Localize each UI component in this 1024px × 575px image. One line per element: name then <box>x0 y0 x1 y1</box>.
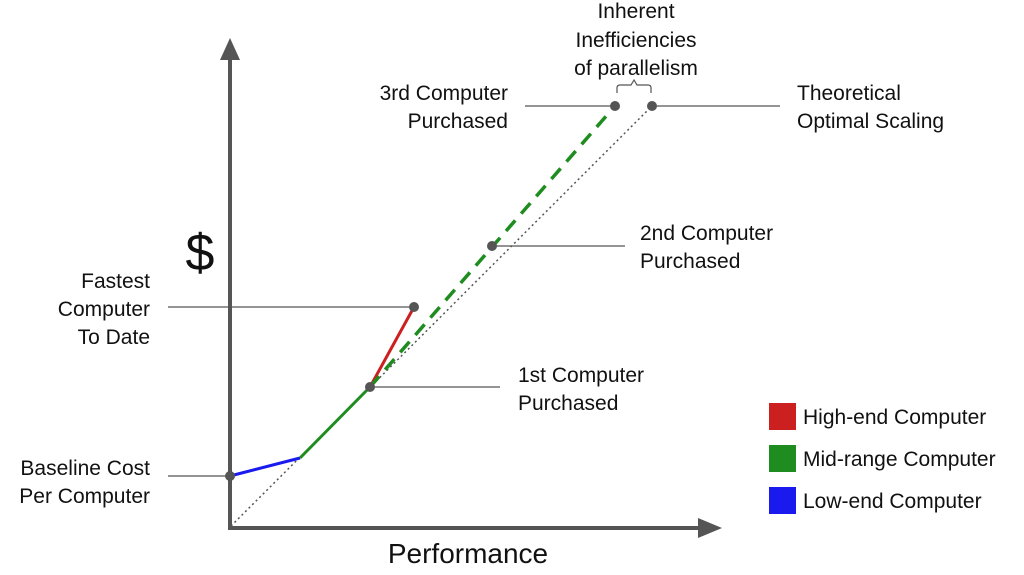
legend-label-high-end: High-end Computer <box>803 406 986 429</box>
third-label-line1: 3rd Computer <box>380 82 508 105</box>
x-axis-label: Performance <box>388 538 548 569</box>
low-end-segment <box>229 456 301 478</box>
inefficiencies-label-line1: Inherent <box>597 0 674 23</box>
high-end-segment <box>368 306 416 388</box>
legend-label-low-end: Low-end Computer <box>803 490 982 513</box>
theoretical-marker <box>647 101 657 111</box>
second-label-line2: Purchased <box>640 250 740 273</box>
legend-swatch-low-end <box>769 487 796 514</box>
inefficiencies-label-line3: of parallelism <box>574 57 698 80</box>
third-computer-marker <box>610 101 620 111</box>
fastest-computer-marker <box>409 302 419 312</box>
baseline-label-line1: Baseline Cost <box>20 457 150 480</box>
inefficiencies-label-line2: Inefficiencies <box>575 29 696 52</box>
first-computer-marker <box>365 382 375 392</box>
inefficiency-bracket <box>616 78 652 93</box>
baseline-marker <box>225 471 235 481</box>
legend-swatch-high-end <box>769 403 796 430</box>
mid-range-segment <box>298 385 372 460</box>
theoretical-label-line2: Optimal Scaling <box>797 110 944 133</box>
first-label-line1: 1st Computer <box>518 364 644 387</box>
y-axis-arrowhead <box>220 38 240 60</box>
theoretical-label-line1: Theoretical <box>797 82 901 105</box>
third-label-line2: Purchased <box>408 110 508 133</box>
first-label-line2: Purchased <box>518 392 618 415</box>
y-axis-dollar-label: $ <box>186 224 215 282</box>
second-computer-marker <box>487 241 497 251</box>
x-axis-arrowhead <box>698 518 722 538</box>
optimal-scaling-line <box>230 105 653 527</box>
fastest-label-line2: Computer <box>58 298 150 321</box>
baseline-label-line2: Per Computer <box>19 485 150 508</box>
second-label-line1: 2nd Computer <box>640 222 773 245</box>
fastest-label-line3: To Date <box>78 326 150 349</box>
legend-swatch-mid-range <box>769 445 796 472</box>
legend-label-mid-range: Mid-range Computer <box>803 448 996 471</box>
legend: High-end Computer Mid-range Computer Low… <box>769 403 996 514</box>
fastest-label-line1: Fastest <box>81 270 150 293</box>
